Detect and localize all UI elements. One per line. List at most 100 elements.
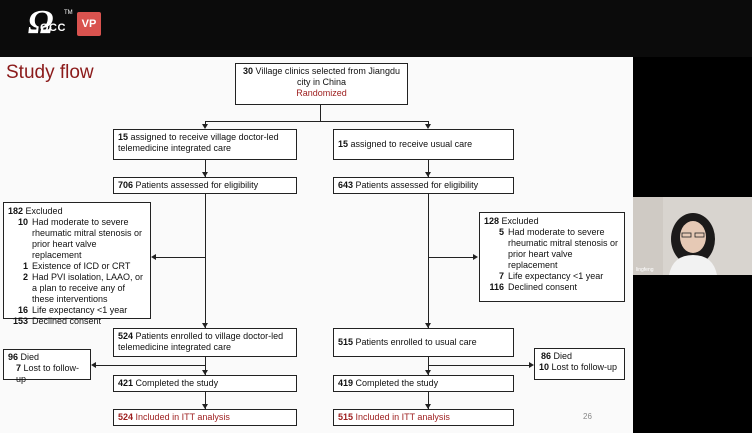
arrow-down-icon [425, 370, 431, 375]
right-completed-count: 419 [338, 378, 354, 388]
left-completed-text: Completed the study [135, 378, 219, 388]
arrow-down-icon [202, 370, 208, 375]
left-assigned-text: assigned to receive village doctor-led t… [118, 132, 279, 153]
item-text: Life expectancy <1 year [32, 305, 128, 315]
connector [428, 257, 474, 258]
top-box-count: 30 [243, 66, 254, 76]
left-assessed-count: 706 [118, 180, 134, 190]
right-lost-box: 86 Died 10 Lost to follow-up [534, 348, 625, 380]
right-excluded-count: 128 [484, 216, 500, 226]
right-itt-text: Included in ITT analysis [355, 412, 450, 422]
connector [428, 392, 429, 409]
left-assessed-box: 706 Patients assessed for eligibility [113, 177, 297, 194]
webcam-label: lingfeng [636, 267, 654, 273]
left-excluded-box: 182 Excluded 10 Had moderate to severe rh… [3, 202, 151, 326]
arrow-down-icon [425, 172, 431, 177]
right-itt-box: 515 Included in ITT analysis [333, 409, 514, 426]
right-died-text: Died [553, 351, 573, 361]
item-text: Had PVI isolation, LAAO, or a plan to re… [32, 272, 144, 304]
left-enrolled-box: 524 Patients enrolled to village doctor-… [113, 328, 297, 357]
presenter-icon [633, 197, 752, 275]
left-lost-count: 7 [16, 363, 22, 373]
item-count: 5 [498, 227, 504, 237]
item-text: Had moderate to severe rheumatic mitral … [508, 227, 619, 270]
left-itt-text: Included in ITT analysis [135, 412, 230, 422]
occ-logo: Ω OCC TM [26, 4, 76, 46]
left-excluded-header: 182 Excluded [8, 206, 146, 217]
item-count: 153 [12, 316, 28, 326]
item-count: 1 [22, 261, 28, 271]
right-assigned-box: 15 assigned to receive usual care [333, 129, 514, 160]
left-itt-count: 524 [118, 412, 134, 422]
arrow-right-icon [529, 362, 534, 368]
arrow-left-icon [151, 254, 156, 260]
item-count: 10 [17, 217, 28, 227]
left-died-count: 96 [8, 352, 19, 362]
left-enrolled-text: Patients enrolled to village doctor-led … [118, 331, 284, 352]
arrow-down-icon [425, 124, 431, 129]
right-assigned-count: 15 [338, 139, 349, 149]
left-assigned-count: 15 [118, 132, 129, 142]
logo-mark: Ω [28, 4, 54, 41]
left-excluded-item: 10 Had moderate to severe rheumatic mitra… [8, 217, 146, 261]
item-count: 7 [498, 271, 504, 281]
item-text: Had moderate to severe rheumatic mitral … [32, 217, 143, 260]
left-lost-box: 96 Died 7 Lost to follow-up [3, 349, 91, 384]
left-excluded-item: 1 Existence of ICD or CRT [8, 261, 146, 272]
left-assessed-text: Patients assessed for eligibility [135, 180, 259, 190]
right-excluded-item: 7 Life expectancy <1 year [484, 271, 620, 282]
left-excluded-item: 153 Declined consent [8, 316, 146, 327]
left-died-row: 96 Died [8, 352, 86, 363]
left-lost-row: 7 Lost to follow-up [8, 363, 86, 385]
item-text: Declined consent [508, 282, 578, 292]
right-died-count: 86 [541, 351, 552, 361]
right-lost-row: 10 Lost to follow-up [539, 362, 620, 373]
logo-tm: TM [64, 10, 73, 16]
arrow-left-icon [91, 362, 96, 368]
right-completed-text: Completed the study [355, 378, 439, 388]
right-enrolled-count: 515 [338, 337, 354, 347]
connector [155, 257, 205, 258]
left-completed-box: 421 Completed the study [113, 375, 297, 392]
right-assigned-text: assigned to receive usual care [350, 139, 473, 149]
webcam-video [633, 197, 752, 275]
connector [205, 194, 206, 328]
right-enrolled-box: 515 Patients enrolled to usual care [333, 328, 514, 357]
connector [205, 121, 206, 126]
top-box-text: Village clinics selected from Jiangdu ci… [255, 66, 400, 87]
item-text: Existence of ICD or CRT [32, 261, 131, 271]
top-bar [0, 0, 752, 57]
connector [95, 365, 205, 366]
right-assessed-count: 643 [338, 180, 354, 190]
connector [428, 121, 429, 126]
right-died-row: 86 Died [539, 351, 620, 362]
page-number: 26 [583, 412, 592, 421]
connector [205, 357, 206, 375]
right-enrolled-text: Patients enrolled to usual care [355, 337, 477, 347]
arrow-down-icon [202, 404, 208, 409]
left-assigned-box: 15 assigned to receive village doctor-le… [113, 129, 297, 160]
arrow-right-icon [473, 254, 478, 260]
left-completed-count: 421 [118, 378, 134, 388]
slide-title: Study flow [6, 62, 94, 83]
arrow-down-icon [425, 323, 431, 328]
left-excluded-label: Excluded [25, 206, 63, 216]
connector [428, 365, 530, 366]
logo-text: OCC [40, 22, 66, 34]
right-itt-count: 515 [338, 412, 354, 422]
connector [428, 194, 429, 328]
item-text: Life expectancy <1 year [508, 271, 604, 281]
left-itt-box: 524 Included in ITT analysis [113, 409, 297, 426]
right-completed-box: 419 Completed the study [333, 375, 514, 392]
right-excluded-item: 5 Had moderate to severe rheumatic mitral… [484, 227, 620, 271]
connector [428, 357, 429, 375]
randomized-label: Randomized [296, 88, 347, 98]
left-died-text: Died [20, 352, 40, 362]
item-text: Declined consent [32, 316, 102, 326]
connector [205, 392, 206, 409]
arrow-down-icon [202, 323, 208, 328]
arrow-down-icon [202, 172, 208, 177]
